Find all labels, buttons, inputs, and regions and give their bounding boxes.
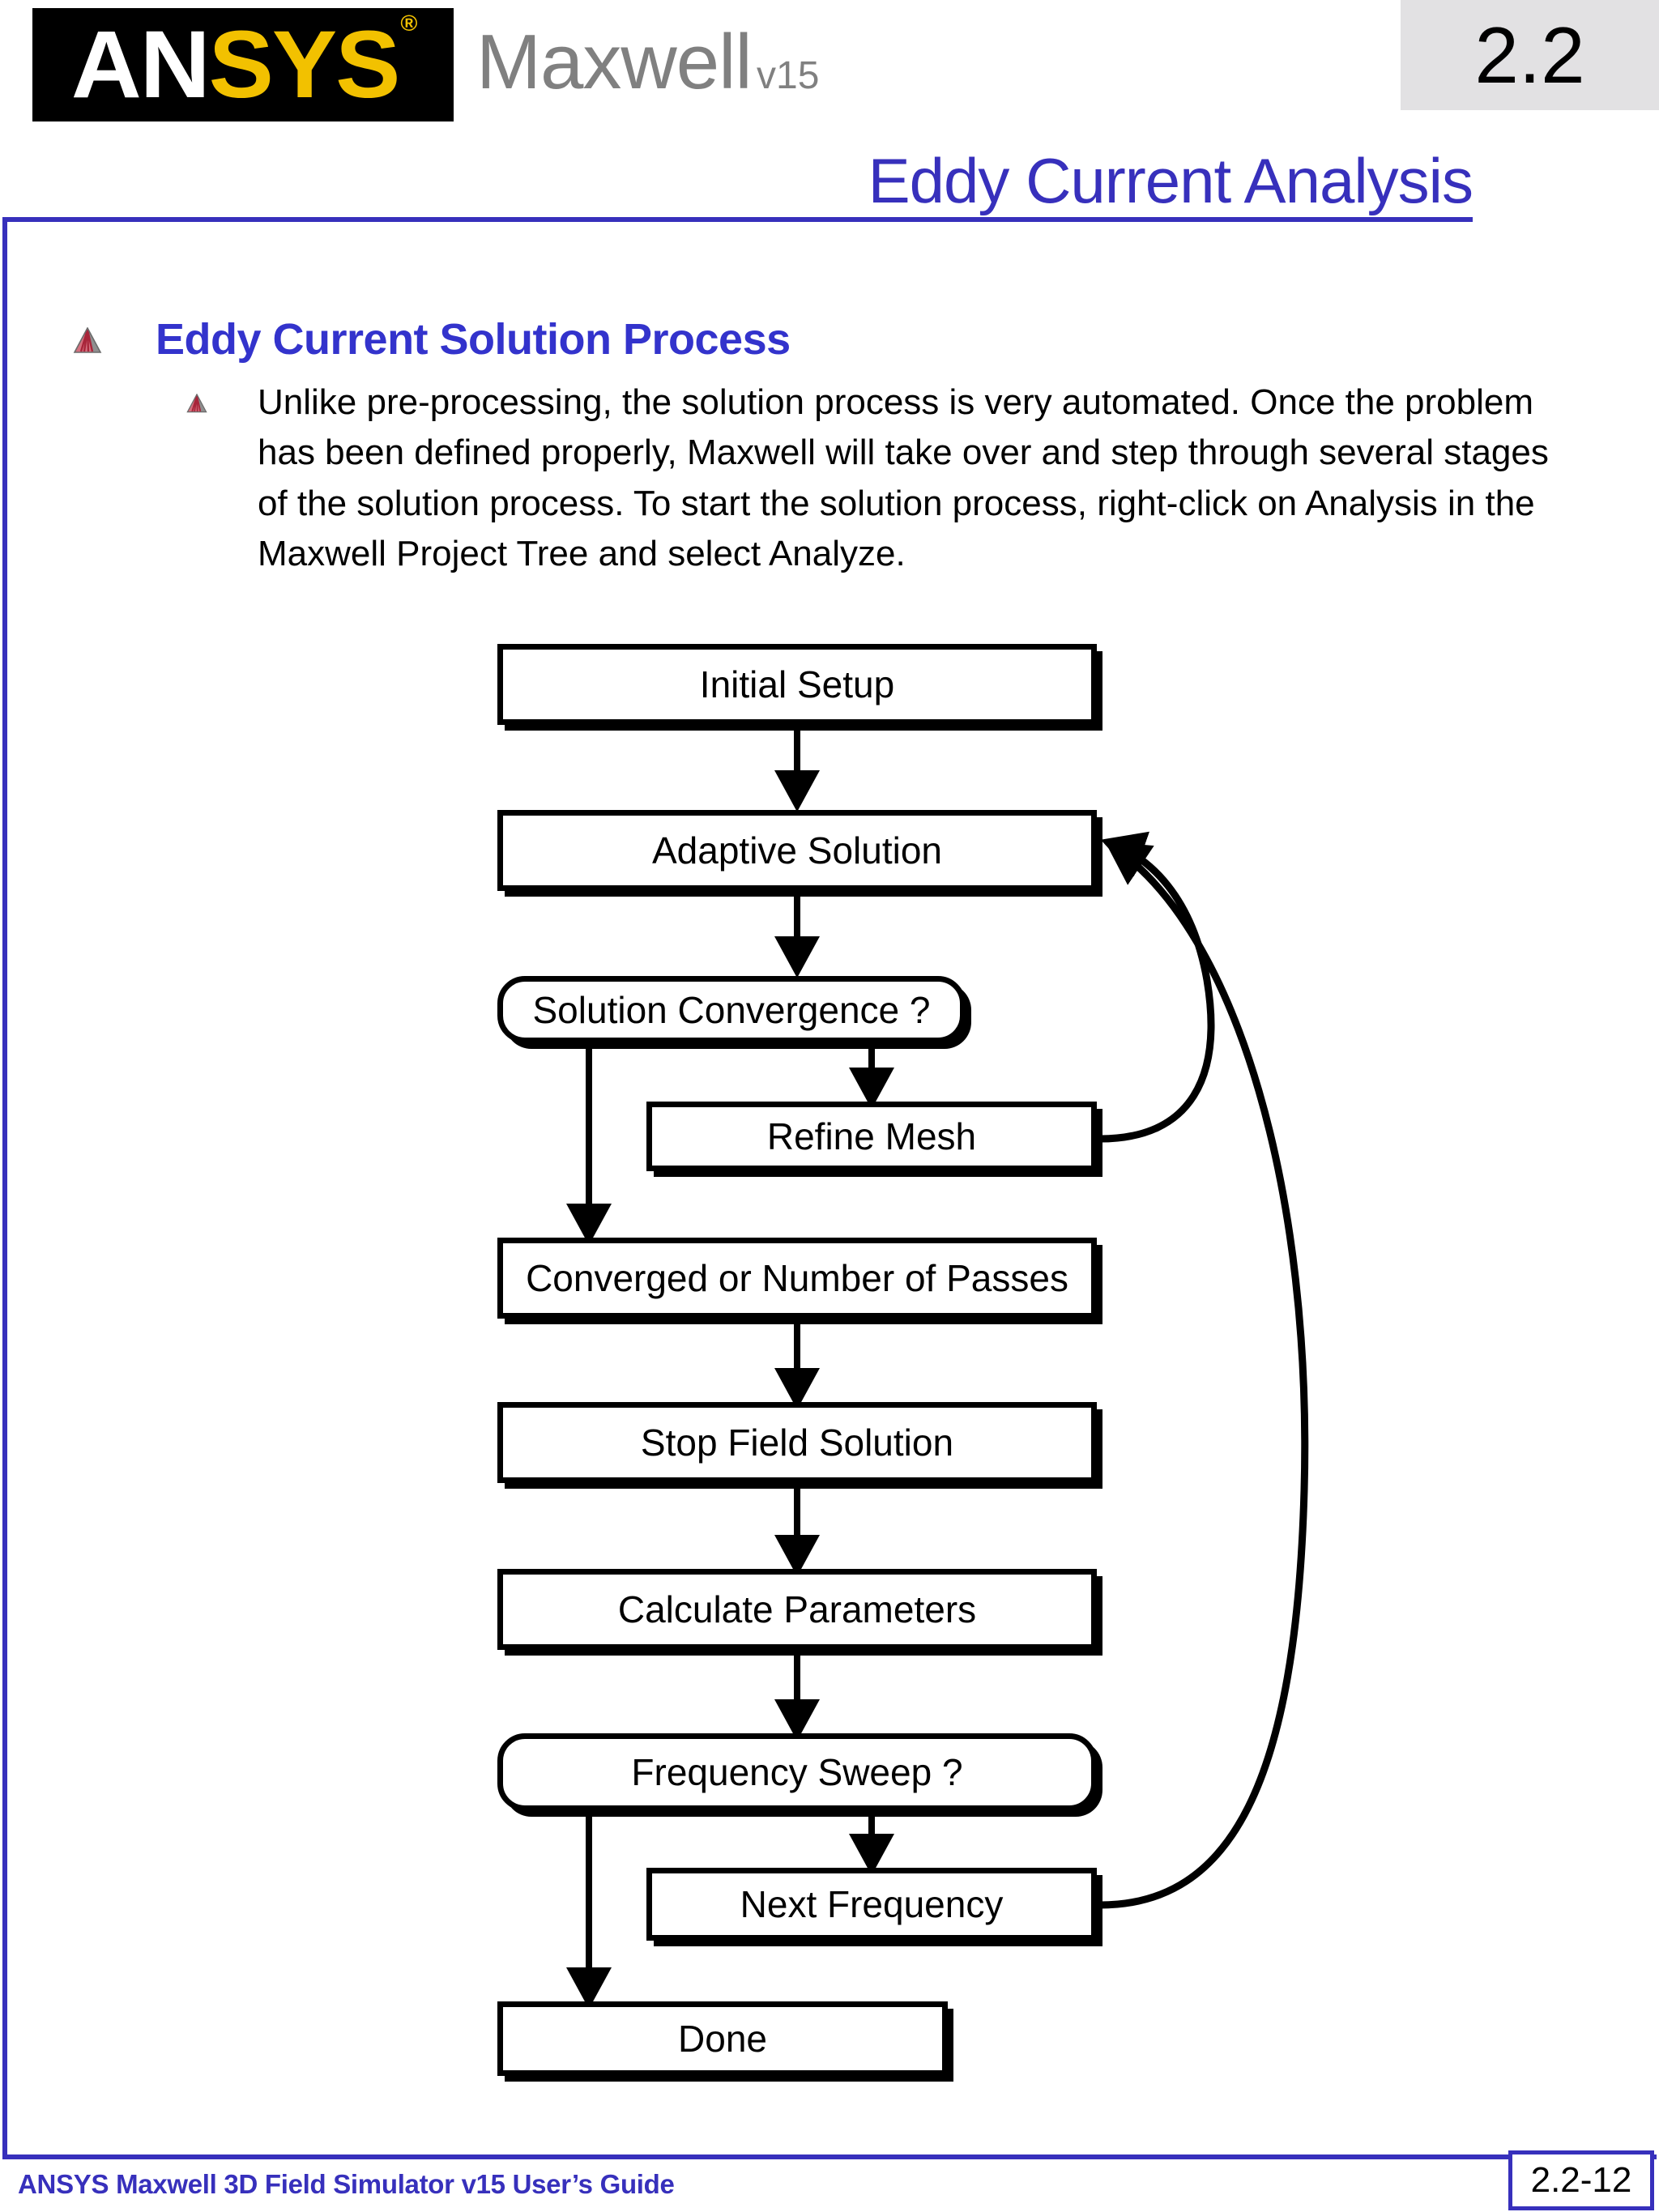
product-version: v15 <box>757 54 820 97</box>
page-title: Eddy Current Analysis <box>868 145 1473 216</box>
page-header: ANSYS® Maxwell v15 2.2 Eddy Current Anal… <box>0 0 1659 222</box>
section-number: 2.2 <box>1474 11 1585 100</box>
footer-page-box: 2.2-12 <box>1508 2150 1654 2210</box>
registered-trademark-icon: ® <box>400 10 418 36</box>
title-underline <box>2 217 1473 222</box>
ansys-logo-an: AN <box>71 11 211 118</box>
footer-text: ANSYS Maxwell 3D Field Simulator v15 Use… <box>18 2169 675 2199</box>
product-name: Maxwell <box>476 19 753 105</box>
ansys-logo-wordmark: ANSYS® <box>71 11 418 113</box>
footer-page-number: 2.2-12 <box>1530 2160 1632 2200</box>
ansys-logo: ANSYS® <box>32 8 454 121</box>
body-paragraph: Unlike pre-processing, the solution proc… <box>258 382 1549 574</box>
ansys-logo-sys: SYS <box>209 11 401 118</box>
content-frame <box>2 217 1657 2159</box>
section-number-box: 2.2 <box>1401 0 1659 110</box>
section-heading: Eddy Current Solution Process <box>156 315 791 364</box>
